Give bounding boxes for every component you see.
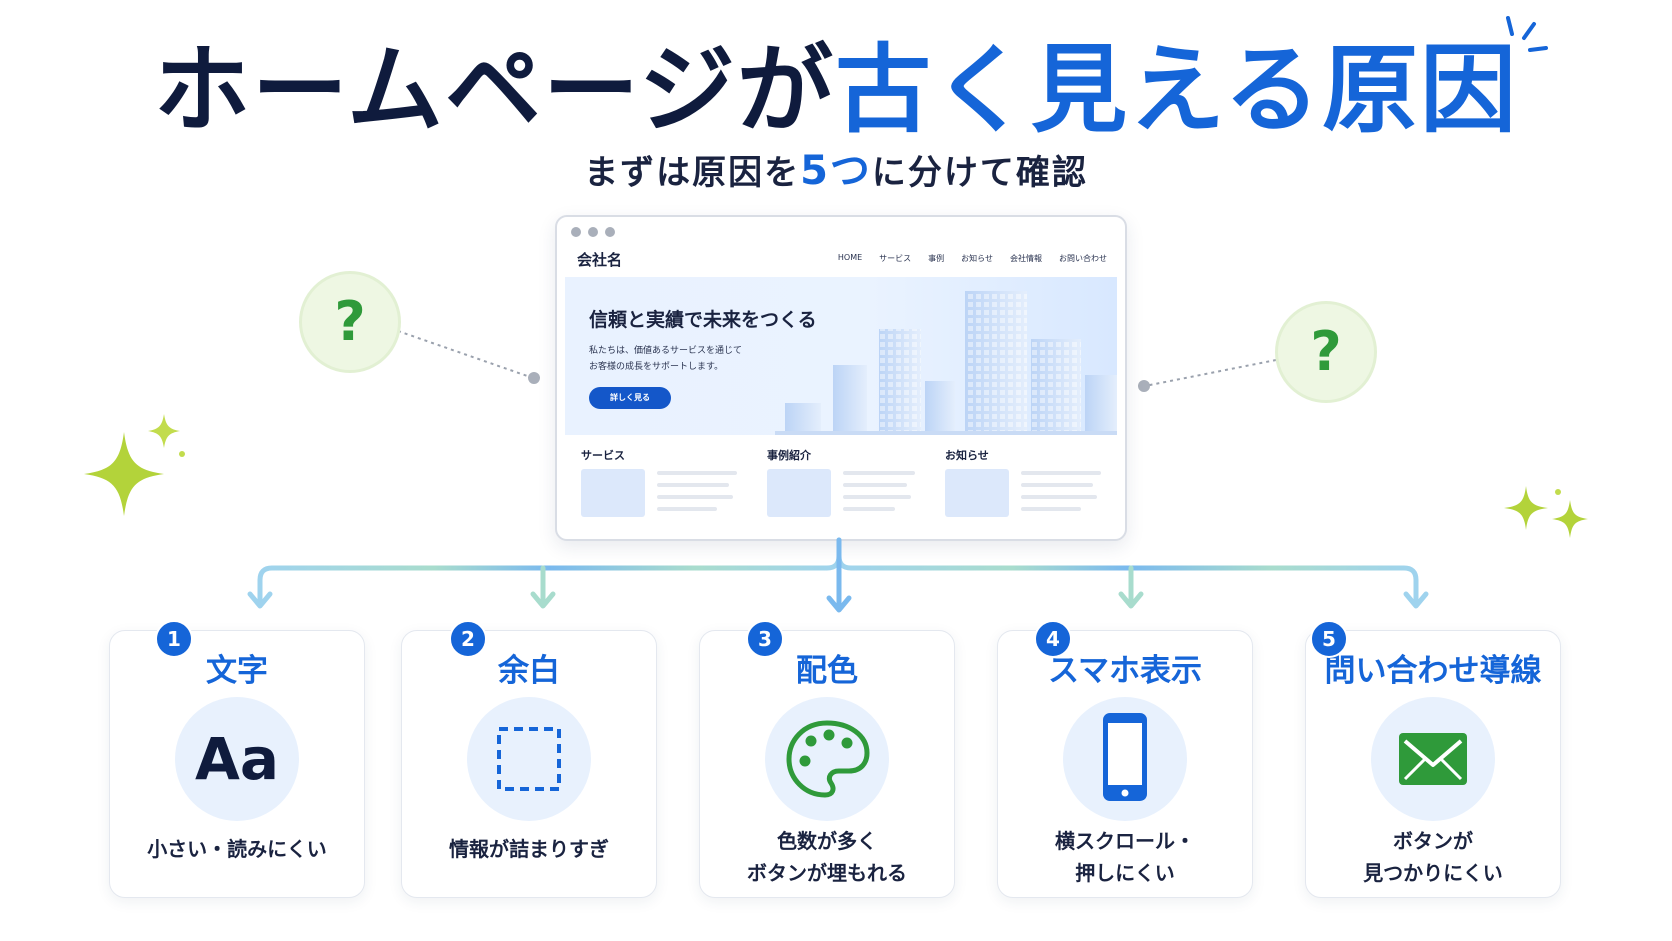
- card-title: 配色: [796, 653, 858, 689]
- question-mark-icon: ?: [334, 290, 366, 353]
- hero-desc-line-2: お客様の成長をサポートします。: [589, 362, 724, 372]
- section-thumbnail: [767, 469, 831, 517]
- question-bubble-left: ?: [302, 274, 398, 370]
- question-mark-icon: ?: [1310, 320, 1342, 383]
- hero-description: 私たちは、価値あるサービスを通じて お客様の成長をサポートします。: [589, 343, 742, 375]
- placeholder-line: [843, 495, 911, 499]
- placeholder-line: [843, 483, 907, 487]
- card-title: スマホ表示: [1047, 653, 1203, 689]
- hero-title: 信頼と実績で未来をつくる: [589, 309, 817, 331]
- card-desc-line-1: 情報が詰まりすぎ: [449, 837, 609, 861]
- cause-card-contact: 問い合わせ導線 ボタンが 見つかりにくい: [1305, 630, 1561, 898]
- smartphone-icon: [1103, 713, 1147, 801]
- window-dot-icon: [605, 227, 615, 237]
- card-desc-line-2: 押しにくい: [1075, 861, 1175, 885]
- card-title: 文字: [206, 653, 268, 689]
- icon-circle: Aa: [175, 697, 299, 821]
- subtitle: まずは原因を5つに分けて確認: [0, 146, 1672, 198]
- cause-card-color: 配色 色数が多く ボタンが埋もれる: [699, 630, 955, 898]
- text-aa-icon: Aa: [194, 725, 280, 793]
- icon-circle: [467, 697, 591, 821]
- nav-item-contact[interactable]: お問い合わせ: [1059, 254, 1107, 263]
- cause-card-whitespace: 余白 情報が詰まりすぎ: [401, 630, 657, 898]
- main-title: ホームページが古く見える原因: [0, 30, 1672, 150]
- placeholder-line: [1021, 507, 1081, 511]
- placeholder-line: [843, 471, 915, 475]
- section-label-cases: 事例紹介: [767, 449, 811, 462]
- nav-item-company[interactable]: 会社情報: [1010, 254, 1042, 263]
- window-dot-icon: [571, 227, 581, 237]
- question-bubble-right: ?: [1278, 304, 1374, 400]
- title-part-2: 古く見える原因: [835, 34, 1519, 146]
- card-desc-line-1: 色数が多く: [777, 829, 877, 853]
- nav-item-home[interactable]: HOME: [837, 253, 863, 262]
- card-desc-line-1: 横スクロール・: [1055, 829, 1195, 853]
- cause-card-smartphone: スマホ表示 横スクロール・ 押しにくい: [997, 630, 1253, 898]
- placeholder-line: [1021, 483, 1093, 487]
- hero-section: 信頼と実績で未来をつくる 私たちは、価値あるサービスを通じて お客様の成長をサポ…: [565, 277, 1117, 435]
- dashed-square-icon: [497, 727, 561, 791]
- number-badge-1: 1: [155, 620, 193, 658]
- section-label-service: サービス: [581, 449, 625, 462]
- card-desc-line-1: ボタンが: [1393, 829, 1473, 853]
- nav-item-service[interactable]: サービス: [879, 254, 912, 263]
- icon-circle: [765, 697, 889, 821]
- section-thumbnail: [581, 469, 645, 517]
- hero-desc-line-1: 私たちは、価値あるサービスを通じて: [589, 346, 743, 356]
- sparkle-right-icon: [1504, 486, 1588, 538]
- card-desc-line-1: 小さい・読みにくい: [147, 837, 327, 861]
- placeholder-line: [657, 495, 733, 499]
- section-label-news: お知らせ: [945, 449, 989, 462]
- browser-mockup: 会社名 HOME サービス 事例 お知らせ 会社情報 お問い合わせ: [555, 215, 1127, 541]
- emphasis-strokes-icon: [1506, 16, 1548, 52]
- cause-card-text: 文字 Aa 小さい・読みにくい: [109, 630, 365, 898]
- buildings-illustration: [775, 291, 1117, 435]
- icon-circle: [1371, 697, 1495, 821]
- title-part-1: ホームページが: [153, 34, 836, 146]
- placeholder-line: [843, 507, 895, 511]
- placeholder-line: [657, 471, 737, 475]
- palette-icon: [786, 720, 870, 798]
- number-badge-3: 3: [746, 620, 784, 658]
- placeholder-line: [1021, 495, 1097, 499]
- subtitle-before: まずは原因を: [584, 153, 801, 193]
- window-dot-icon: [588, 227, 598, 237]
- placeholder-line: [657, 483, 729, 487]
- sparkle-left-icon: [84, 414, 185, 516]
- subtitle-after: に分けて確認: [871, 153, 1088, 193]
- nav-item-cases[interactable]: 事例: [928, 254, 945, 263]
- details-button[interactable]: 詳しく見る: [589, 387, 671, 409]
- nav-item-news[interactable]: お知らせ: [961, 254, 993, 263]
- subtitle-number: 5つ: [800, 148, 872, 194]
- placeholder-line: [657, 507, 717, 511]
- card-title: 余白: [498, 653, 560, 689]
- card-desc-line-2: ボタンが埋もれる: [747, 861, 907, 885]
- section-thumbnail: [945, 469, 1009, 517]
- envelope-icon: [1399, 733, 1467, 785]
- nav-menu: HOME サービス 事例 お知らせ 会社情報 お問い合わせ: [838, 253, 1107, 264]
- icon-circle: [1063, 697, 1187, 821]
- company-name: 会社名: [577, 251, 623, 269]
- number-badge-5: 5: [1310, 620, 1348, 658]
- placeholder-line: [1021, 471, 1101, 475]
- card-title: 問い合わせ導線: [1324, 653, 1542, 689]
- card-desc-line-2: 見つかりにくい: [1363, 861, 1503, 885]
- number-badge-2: 2: [449, 620, 487, 658]
- number-badge-4: 4: [1034, 620, 1072, 658]
